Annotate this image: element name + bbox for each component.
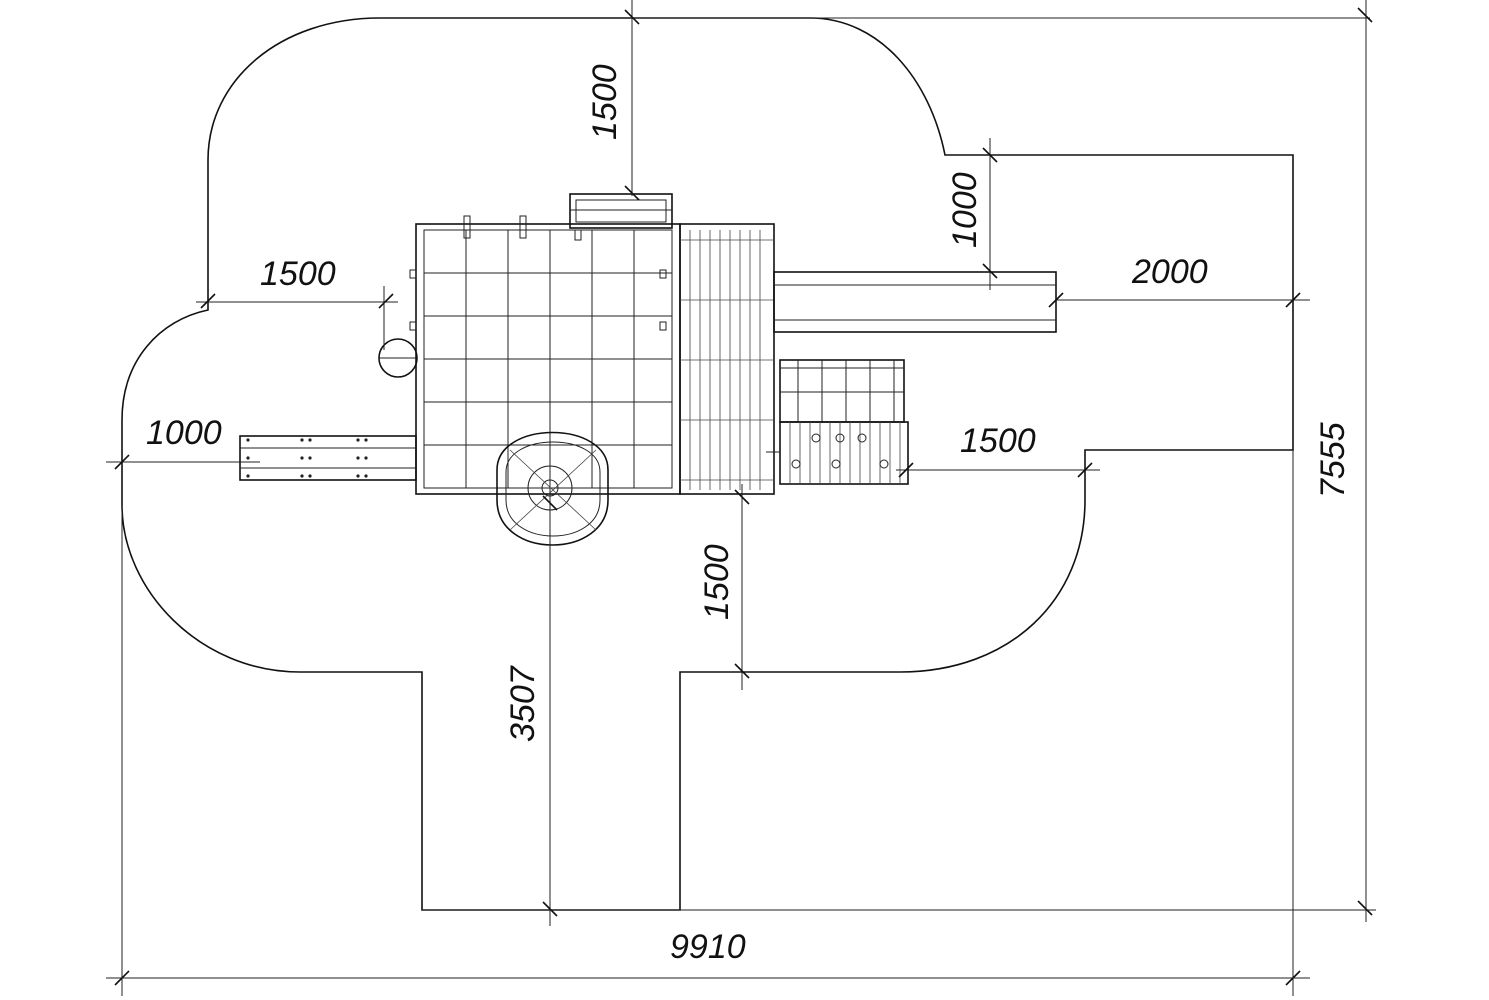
dim-inner-depth: 3507 bbox=[504, 665, 542, 742]
dim-top-clearance: 1500 bbox=[586, 64, 624, 140]
dim-left-slide-clearance: 1000 bbox=[146, 414, 222, 452]
plank-deck bbox=[679, 223, 775, 495]
right-slide bbox=[773, 271, 1057, 333]
dim-right-stair-clearance: 1500 bbox=[960, 422, 1036, 460]
safety-zone-outline bbox=[121, 17, 1294, 911]
dimension-lines bbox=[106, 0, 1376, 996]
top-bench bbox=[569, 193, 673, 229]
step-structure bbox=[766, 359, 909, 485]
dim-bottom-clearance: 1500 bbox=[698, 544, 736, 620]
spiral-slide bbox=[496, 431, 609, 546]
dim-right-top-clearance: 1000 bbox=[946, 172, 984, 248]
dim-total-width: 9910 bbox=[670, 928, 746, 966]
round-handle bbox=[378, 338, 418, 378]
left-slide bbox=[239, 435, 417, 481]
dim-right-slide-clearance: 2000 bbox=[1131, 253, 1208, 291]
net-platform bbox=[409, 215, 681, 495]
dim-total-height: 7555 bbox=[1314, 422, 1352, 498]
dim-left-clearance: 1500 bbox=[260, 255, 336, 293]
